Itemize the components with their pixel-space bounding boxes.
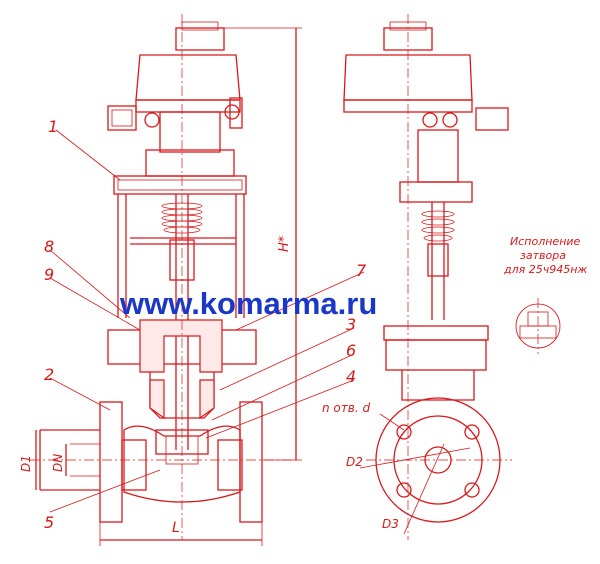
execution-note: Исполнение затвора для 25ч945нж [503, 235, 587, 276]
seat-detail [515, 298, 561, 354]
dim-h-label: H* [277, 235, 292, 252]
label-4: 4 [346, 367, 356, 386]
dim-l-label: L [172, 520, 180, 536]
note-line-1: Исполнение [510, 235, 581, 248]
dimension-labels: L H* D1 DN D2 D3 n отв. d [19, 235, 399, 536]
label-7: 7 [356, 261, 367, 280]
front-view [30, 14, 365, 546]
label-5: 5 [44, 513, 54, 532]
side-view [343, 14, 512, 540]
label-1: 1 [48, 117, 58, 136]
label-6: 6 [346, 341, 356, 360]
watermark: www.komarma.ru [119, 286, 377, 321]
label-8: 8 [44, 237, 54, 256]
holes-label: n отв. d [322, 401, 370, 415]
label-9: 9 [44, 265, 54, 284]
note-line-3: для 25ч945нж [503, 263, 587, 276]
label-3: 3 [346, 315, 356, 334]
position-labels: 1 8 9 2 5 7 3 6 4 [44, 117, 367, 532]
label-2: 2 [44, 365, 54, 384]
dim-d2-label: D2 [346, 455, 363, 469]
dim-d1-label: D1 [19, 455, 33, 472]
note-line-2: затвора [520, 249, 566, 262]
dim-d3-label: D3 [382, 517, 399, 531]
dim-dn-label: DN [51, 454, 65, 472]
